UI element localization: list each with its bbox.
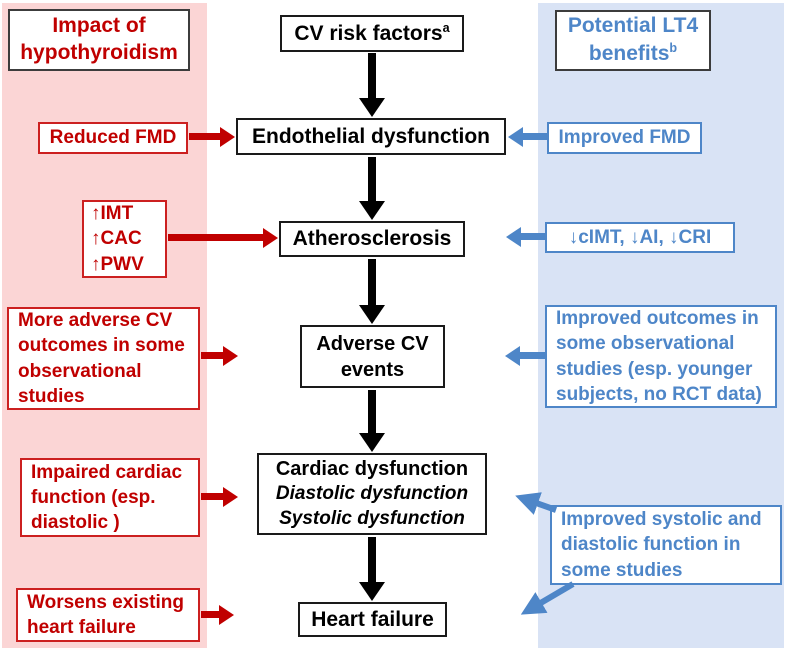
impact-header-label: Impact of hypothyroidism: [20, 14, 178, 64]
worsens-heart-failure-box: Worsens existing heart failure: [16, 588, 200, 642]
more-adverse-outcomes-box: More adverse CV outcomes in some observa…: [7, 307, 200, 410]
down-arrow-icon: [359, 537, 385, 601]
blue-left-arrow-icon: [506, 227, 545, 247]
improved-systolic-diastolic-label: Improved systolic and diastolic function…: [561, 508, 762, 581]
blue-left-arrow-icon: [505, 346, 545, 366]
improved-systolic-diastolic-box: Improved systolic and diastolic function…: [550, 505, 782, 585]
flow-node-adverse-cv-events: Adverse CV events: [300, 325, 445, 388]
improved-outcomes-box: Improved outcomes in some observational …: [545, 305, 777, 408]
potential-lt4-benefits-header: Potential LT4 benefitsb: [555, 10, 711, 71]
worsens-heart-failure-label: Worsens existing heart failure: [27, 591, 184, 638]
impaired-cardiac-function-label: Impaired cardiac function (esp. diastoli…: [31, 461, 183, 534]
heart-failure-label: Heart failure: [311, 607, 434, 631]
cac-line: ↑CAC: [91, 228, 142, 250]
flow-node-atherosclerosis: Atherosclerosis: [279, 221, 465, 257]
more-adverse-outcomes-label: More adverse CV outcomes in some observa…: [18, 309, 185, 407]
improved-fmd-label: Improved FMD: [558, 127, 691, 148]
systolic-dysfunction-subline: Systolic dysfunction: [279, 508, 465, 529]
impact-of-hypothyroidism-header: Impact of hypothyroidism: [8, 9, 190, 71]
red-right-arrow-icon: [168, 228, 278, 248]
imt-line: ↑IMT: [91, 203, 134, 225]
endothelial-label: Endothelial dysfunction: [251, 124, 490, 148]
red-right-arrow-icon: [201, 487, 238, 507]
footnote-b-superscript: b: [669, 41, 678, 55]
cimt-ai-cri-box: ↓cIMT, ↓AI, ↓CRI: [545, 222, 735, 253]
cv-risk-label: CV risk factorsa: [294, 21, 450, 45]
pwv-line: ↑PWV: [91, 253, 144, 275]
improved-outcomes-label: Improved outcomes in some observational …: [556, 307, 762, 405]
down-arrow-icon: [359, 157, 385, 220]
atherosclerosis-label: Atherosclerosis: [292, 227, 452, 250]
footnote-a-superscript: a: [442, 21, 450, 35]
red-right-arrow-icon: [189, 127, 235, 147]
reduced-fmd-box: Reduced FMD: [38, 122, 188, 154]
down-arrow-icon: [359, 259, 385, 324]
flow-node-heart-failure: Heart failure: [298, 602, 447, 637]
flow-node-cardiac-dysfunction: Cardiac dysfunction Diastolic dysfunctio…: [257, 453, 487, 535]
diastolic-dysfunction-subline: Diastolic dysfunction: [275, 483, 469, 505]
down-arrow-icon: [359, 53, 385, 117]
impaired-cardiac-function-box: Impaired cardiac function (esp. diastoli…: [20, 458, 200, 537]
down-arrow-icon: [359, 390, 385, 452]
blue-left-arrow-icon: [508, 127, 547, 147]
cardiac-dysfunction-label: Cardiac dysfunction: [275, 458, 469, 481]
adverse-cv-events-label: Adverse CV events: [316, 332, 429, 381]
imt-cac-pwv-box: ↑IMT ↑CAC ↑PWV: [82, 200, 167, 278]
cimt-ai-cri-label: ↓cIMT, ↓AI, ↓CRI: [568, 226, 712, 248]
reduced-fmd-label: Reduced FMD: [49, 127, 177, 148]
flow-node-endothelial-dysfunction: Endothelial dysfunction: [236, 118, 506, 155]
improved-fmd-box: Improved FMD: [547, 122, 702, 154]
red-right-arrow-icon: [201, 605, 234, 625]
flow-node-cv-risk-factors: CV risk factorsa: [280, 15, 464, 52]
red-right-arrow-icon: [201, 346, 238, 366]
lt4-header-label: Potential LT4 benefitsb: [567, 14, 699, 65]
